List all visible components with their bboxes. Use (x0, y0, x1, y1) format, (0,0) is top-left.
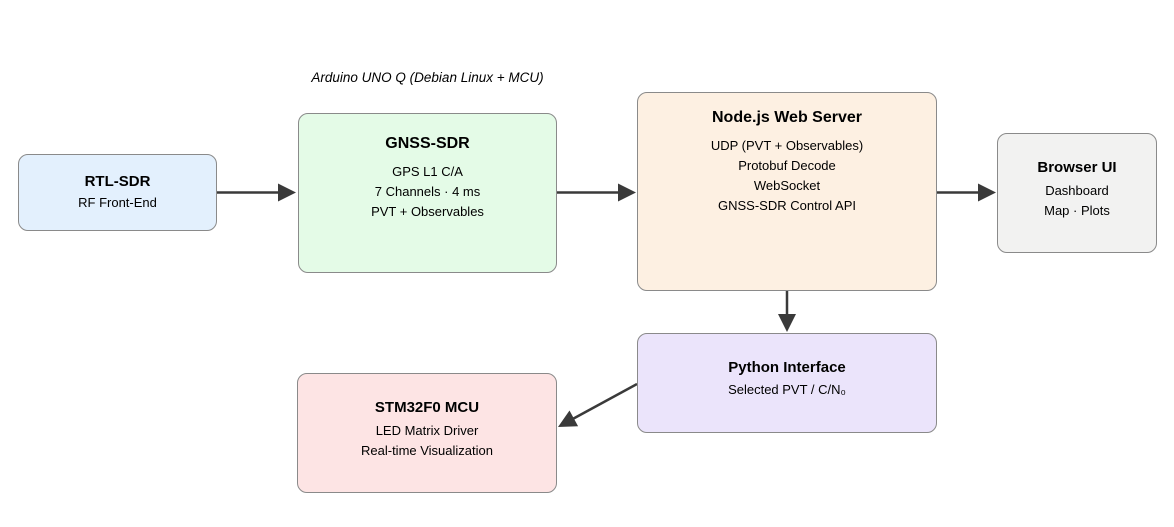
annotation-arduino-uno: Arduino UNO Q (Debian Linux + MCU) (311, 70, 544, 85)
node-stm32-mcu-line: LED Matrix Driver (375, 423, 479, 438)
edge-server-to-python (778, 291, 796, 332)
node-rtl-sdr-title: RTL-SDR (84, 173, 151, 190)
edge-python-to-stm32 (558, 382, 638, 427)
node-browser-ui-title: Browser UI (1037, 159, 1117, 176)
node-browser-ui-line: Dashboard (1045, 183, 1109, 198)
node-gnss-sdr: GNSS-SDR GPS L1 C/A 7 Channels · 4 ms PV… (298, 113, 557, 273)
node-stm32-mcu-title: STM32F0 MCU (374, 399, 480, 416)
node-web-server-title: Node.js Web Server (712, 109, 862, 126)
node-gnss-sdr-line: 7 Channels · 4 ms (374, 184, 481, 199)
node-rtl-sdr: RTL-SDR RF Front-End (18, 154, 217, 231)
node-python-interface: Python Interface Selected PVT / C/N₀ (637, 333, 937, 433)
node-browser-ui: Browser UI Dashboard Map · Plots (997, 133, 1157, 253)
node-gnss-sdr-line: PVT + Observables (371, 204, 484, 219)
node-python-interface-title: Python Interface (728, 359, 846, 376)
node-gnss-sdr-title: GNSS-SDR (385, 135, 470, 152)
node-web-server-line: Protobuf Decode (738, 158, 836, 173)
node-web-server-line: UDP (PVT + Observables) (710, 138, 864, 153)
edge-server-to-browser (937, 183, 996, 202)
node-rtl-sdr-line: RF Front-End (78, 195, 157, 210)
node-web-server-line: WebSocket (753, 178, 821, 193)
edge-rtl-to-gnss (217, 183, 296, 202)
node-browser-ui-line: Map · Plots (1044, 203, 1110, 218)
node-web-server: Node.js Web Server UDP (PVT + Observable… (637, 92, 937, 291)
node-python-interface-line: Selected PVT / C/N₀ (728, 382, 846, 397)
node-web-server-line: GNSS-SDR Control API (718, 198, 856, 213)
node-stm32-mcu: STM32F0 MCU LED Matrix Driver Real-time … (297, 373, 557, 493)
node-stm32-mcu-line: Real-time Visualization (361, 443, 493, 458)
node-gnss-sdr-line: GPS L1 C/A (392, 164, 463, 179)
edge-gnss-to-server (557, 183, 636, 202)
